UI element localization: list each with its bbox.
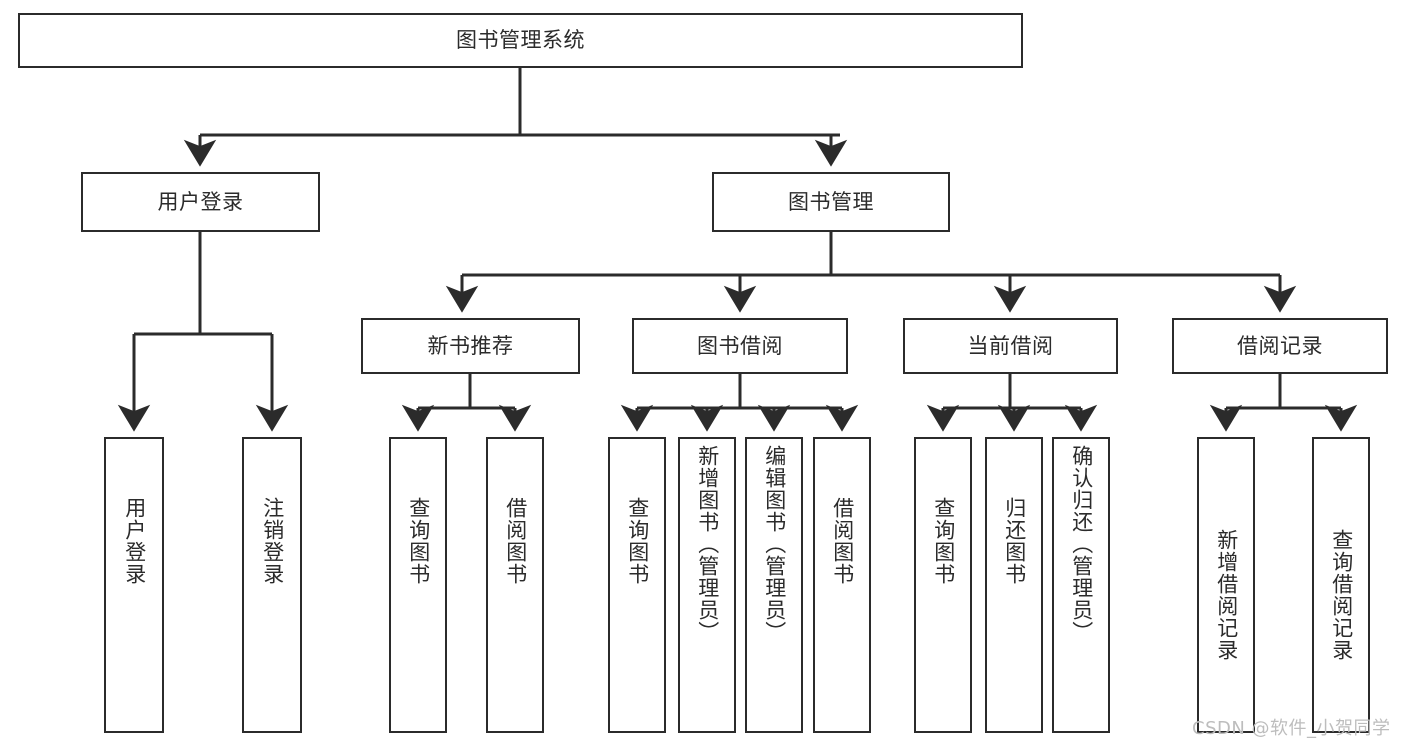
- node-leaf-confirm-return-label: 确认归还（管理员）: [1069, 445, 1094, 643]
- node-leaf-user-login[interactable]: 用户登录: [104, 437, 164, 733]
- node-leaf-query-book-cb[interactable]: 查询图书: [914, 437, 972, 733]
- node-root[interactable]: 图书管理系统: [18, 13, 1023, 68]
- node-leaf-add-record[interactable]: 新增借阅记录: [1197, 437, 1255, 733]
- node-leaf-query-book-bb[interactable]: 查询图书: [608, 437, 666, 733]
- node-leaf-query-book-bb-label: 查询图书: [625, 497, 650, 585]
- node-borrow-record[interactable]: 借阅记录: [1172, 318, 1388, 374]
- node-leaf-confirm-return[interactable]: 确认归还（管理员）: [1052, 437, 1110, 733]
- node-book-borrow[interactable]: 图书借阅: [632, 318, 848, 374]
- node-leaf-user-login-label: 用户登录: [122, 497, 147, 585]
- node-new-book-rec[interactable]: 新书推荐: [361, 318, 580, 374]
- csdn-watermark: CSDN @软件_小贺同学: [1192, 718, 1391, 739]
- node-book-borrow-label: 图书借阅: [697, 333, 783, 358]
- node-leaf-logout[interactable]: 注销登录: [242, 437, 302, 733]
- node-root-label: 图书管理系统: [456, 28, 585, 53]
- node-leaf-query-book-rec-label: 查询图书: [406, 497, 431, 585]
- node-leaf-add-book-label: 新增图书（管理员）: [695, 445, 720, 643]
- node-book-manage[interactable]: 图书管理: [712, 172, 950, 232]
- node-leaf-logout-label: 注销登录: [260, 497, 285, 585]
- node-current-borrow-label: 当前借阅: [967, 333, 1054, 358]
- node-leaf-borrow-book-bb-label: 借阅图书: [830, 497, 855, 585]
- node-leaf-query-record[interactable]: 查询借阅记录: [1312, 437, 1370, 733]
- node-leaf-return-book-label: 归还图书: [1002, 497, 1027, 585]
- node-borrow-record-label: 借阅记录: [1237, 333, 1323, 358]
- node-user-login[interactable]: 用户登录: [81, 172, 320, 232]
- node-current-borrow[interactable]: 当前借阅: [903, 318, 1118, 374]
- node-user-login-label: 用户登录: [157, 189, 244, 214]
- node-new-book-rec-label: 新书推荐: [427, 333, 514, 358]
- node-leaf-borrow-book-rec-label: 借阅图书: [503, 497, 528, 585]
- node-leaf-query-record-label: 查询借阅记录: [1329, 529, 1354, 661]
- node-leaf-borrow-book-rec[interactable]: 借阅图书: [486, 437, 544, 733]
- node-leaf-edit-book-label: 编辑图书（管理员）: [762, 445, 787, 643]
- node-leaf-query-book-rec[interactable]: 查询图书: [389, 437, 447, 733]
- node-leaf-borrow-book-bb[interactable]: 借阅图书: [813, 437, 871, 733]
- node-book-manage-label: 图书管理: [788, 189, 874, 214]
- node-leaf-add-book[interactable]: 新增图书（管理员）: [678, 437, 736, 733]
- node-leaf-edit-book[interactable]: 编辑图书（管理员）: [745, 437, 803, 733]
- node-leaf-add-record-label: 新增借阅记录: [1214, 529, 1239, 661]
- node-leaf-return-book[interactable]: 归还图书: [985, 437, 1043, 733]
- node-leaf-query-book-cb-label: 查询图书: [931, 497, 956, 585]
